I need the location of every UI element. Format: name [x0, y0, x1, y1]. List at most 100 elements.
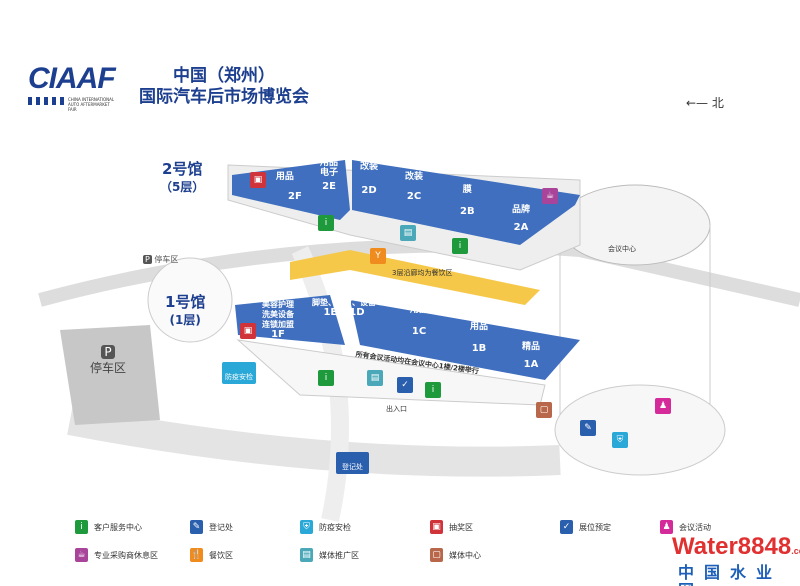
booth-2E[interactable]: 用品 电子 2E: [320, 158, 338, 192]
media-center-icon[interactable]: ▢: [536, 402, 552, 418]
registration-icon: ✎: [190, 520, 203, 534]
dining-icon[interactable]: Y: [370, 248, 386, 264]
media-promo-icon[interactable]: ▤: [400, 225, 416, 241]
booth-code: 1B: [471, 343, 487, 354]
registration-icon[interactable]: ✎: [580, 420, 596, 436]
booth-2B[interactable]: 膜 2B: [460, 185, 475, 217]
lottery-icon: ▣: [430, 520, 443, 534]
info-icon[interactable]: i: [452, 238, 468, 254]
security-checkpoint[interactable]: 防疫安检: [222, 362, 256, 384]
media-center-icon: ▢: [430, 548, 443, 562]
logo-checker: [28, 97, 64, 105]
booth-code: 1A: [523, 359, 539, 370]
dining-corridor: [290, 250, 540, 305]
hall2-east: [352, 160, 580, 245]
legend-label: 防疫安检: [319, 522, 351, 532]
booth-code-1D: 1D: [349, 307, 365, 318]
logo: CIAAF: [28, 62, 116, 95]
legend-label: 媒体中心: [449, 550, 481, 560]
lottery-icon[interactable]: ▣: [250, 172, 266, 188]
dining-icon: 🍴: [190, 548, 203, 562]
title-line2: 国际汽车后市场博览会: [139, 87, 309, 107]
lottery-icon[interactable]: ▣: [240, 323, 256, 339]
booth-label: 美容护理 洗美设备 连锁加盟: [262, 300, 294, 329]
legend-label: 登记处: [209, 522, 233, 532]
north-label: 北: [711, 96, 724, 110]
booth-code: 1F: [271, 329, 285, 340]
watermark-cn: 中国水业网: [678, 563, 783, 586]
logo-subtitle: CHINA INTERNATIONAL AUTO AFTERMARKET FAI…: [68, 97, 115, 112]
legend-item: 🍴 餐饮区: [190, 548, 233, 562]
lounge-icon[interactable]: ☕: [542, 188, 558, 204]
parking-top: P 停车区: [143, 254, 178, 265]
check-icon: ✓: [560, 520, 573, 534]
hall1-label: 1号馆 (1层): [165, 293, 205, 329]
legend-label: 会议活动: [679, 522, 711, 532]
info-icon[interactable]: i: [318, 370, 334, 386]
registration-desk[interactable]: 登记处: [336, 452, 369, 474]
watermark-suffix: .com: [791, 546, 800, 556]
booth-code: 2A: [513, 222, 529, 233]
watermark-brand: Water8848.com: [672, 534, 800, 564]
media-promo-icon[interactable]: ▤: [367, 370, 383, 386]
legend-item: ▣ 抽奖区: [430, 520, 473, 534]
hall1-east: [350, 300, 580, 380]
booth-code-1E: 1E: [323, 307, 338, 318]
hall1-west: [235, 295, 345, 345]
parking-top-label: 停车区: [154, 255, 179, 264]
lounge-icon: ☕: [75, 548, 88, 562]
legend-item: ✓ 展位预定: [560, 520, 611, 534]
hall2-floors: （5层）: [160, 180, 205, 194]
page-title: 中国（郑州） 国际汽车后市场博览会: [136, 66, 312, 108]
booth-label: 品牌: [512, 205, 531, 215]
booth-code: 2E: [322, 181, 336, 192]
legend-item: ▤媒体推广区: [300, 548, 359, 562]
hall1-name: 1号馆: [165, 293, 206, 311]
booth-label: 膜: [462, 185, 472, 195]
booth-2F[interactable]: 用品 2F: [268, 172, 302, 202]
arrow-left-icon: ←—: [686, 96, 709, 110]
north-indicator: ←— 北: [686, 94, 724, 111]
booth-2A[interactable]: 品牌 2A: [512, 205, 530, 233]
booth-code: 2F: [288, 191, 302, 202]
meeting-center-label: 会议中心: [608, 245, 636, 253]
info-icon[interactable]: i: [425, 382, 441, 398]
hall2-label: 2号馆 （5层）: [160, 160, 204, 196]
dining-corridor-note: 3层沿廊均为餐饮区: [392, 269, 453, 277]
legend-item: ♟ 会议活动: [660, 520, 711, 534]
booth-code: 2B: [460, 206, 475, 217]
meeting-icon[interactable]: ♟: [655, 398, 671, 414]
parking-big-label: 停车区: [90, 361, 127, 375]
legend-item: ⛨防疫安检: [300, 520, 351, 534]
parking-icon: P: [143, 255, 152, 264]
check-icon[interactable]: ✓: [397, 377, 413, 393]
legend-item: ▢ 媒体中心: [430, 548, 481, 562]
parking-area: [60, 325, 160, 425]
hall1-rotunda: [147, 257, 233, 343]
booth-label: 用品 电子: [320, 158, 339, 178]
legend-label: 展位预定: [579, 522, 611, 532]
legend-label: 专业采购商休息区: [94, 550, 158, 560]
entrance-label: 出入口: [386, 405, 407, 413]
legend-label: 抽奖区: [449, 522, 473, 532]
booth-label: 用品: [275, 172, 294, 182]
booth-code: 2C: [406, 191, 422, 202]
hall1-floors: (1层): [169, 313, 201, 327]
meeting-icon: ♟: [660, 520, 673, 534]
shield-icon[interactable]: ⛨: [612, 432, 628, 448]
legend-item: ☕ 专业采购商休息区: [75, 548, 158, 562]
info-icon[interactable]: i: [318, 215, 334, 231]
road-bottom: [67, 405, 561, 477]
booth-label: 改装: [360, 162, 379, 172]
legend-label: 餐饮区: [209, 550, 233, 560]
